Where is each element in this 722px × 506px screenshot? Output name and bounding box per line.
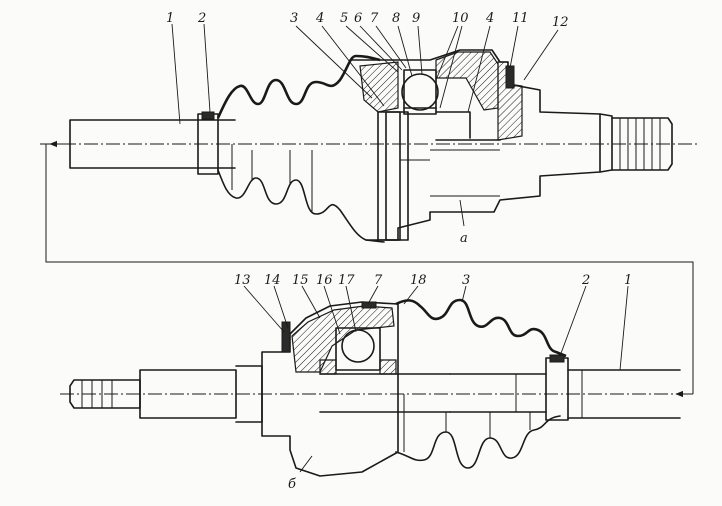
view-a-boot-section bbox=[216, 54, 381, 119]
label-a-11: 11 bbox=[512, 11, 529, 26]
label-b-3: 3 bbox=[462, 273, 470, 288]
label-a-2: 2 bbox=[197, 11, 206, 26]
label-a-6: 6 bbox=[354, 11, 362, 26]
view-b-housing-section bbox=[291, 305, 395, 373]
view-a-ball bbox=[401, 73, 439, 111]
view-a-outer-race bbox=[377, 111, 409, 241]
label-a-4: 4 bbox=[315, 11, 324, 26]
label-a-12: 12 bbox=[552, 15, 569, 30]
view-b-ball bbox=[341, 329, 375, 363]
view-a-letter: а bbox=[460, 231, 468, 246]
label-a-8: 8 bbox=[392, 11, 400, 26]
label-a-9: 9 bbox=[412, 11, 420, 26]
label-b-18: 18 bbox=[410, 273, 427, 288]
label-b-17: 17 bbox=[338, 273, 355, 288]
leader-lines bbox=[171, 23, 629, 473]
view-a-labels: 1 2 3 4 5 6 7 8 9 10 4 11 12 а bbox=[166, 11, 569, 246]
view-b-boot-outline bbox=[395, 415, 561, 469]
view-a-clamp-band bbox=[201, 111, 215, 120]
view-b-labels: 13 14 15 16 17 7 18 3 2 1 б bbox=[234, 273, 632, 492]
view-b-boot-section bbox=[395, 298, 567, 358]
view-a-boot-outline bbox=[217, 169, 385, 243]
label-b-15: 15 bbox=[292, 273, 309, 288]
view-a-housing bbox=[349, 49, 601, 241]
label-b-2: 2 bbox=[581, 273, 590, 288]
label-b-13: 13 bbox=[234, 273, 251, 288]
view-a-seal bbox=[505, 65, 515, 89]
view-a-stub-shaft bbox=[599, 113, 613, 173]
view-b-assembly bbox=[60, 298, 690, 477]
label-b-1: 1 bbox=[624, 273, 632, 288]
view-a-housing-section bbox=[359, 61, 399, 113]
label-b-14: 14 bbox=[264, 273, 281, 288]
view-b-shaft bbox=[449, 369, 681, 419]
view-a-assembly bbox=[40, 49, 700, 243]
label-a-3: 3 bbox=[290, 11, 298, 26]
label-b-16: 16 bbox=[316, 273, 333, 288]
label-a-10: 10 bbox=[452, 11, 469, 26]
label-a-1: 1 bbox=[166, 11, 174, 26]
label-b-7: 7 bbox=[374, 273, 383, 288]
view-b-retaining-ring bbox=[281, 321, 291, 353]
label-a-5: 5 bbox=[340, 11, 348, 26]
view-b-clamp bbox=[545, 357, 569, 421]
view-b-letter: б bbox=[288, 477, 296, 492]
label-a-7: 7 bbox=[370, 11, 379, 26]
label-a-4b: 4 bbox=[485, 11, 494, 26]
